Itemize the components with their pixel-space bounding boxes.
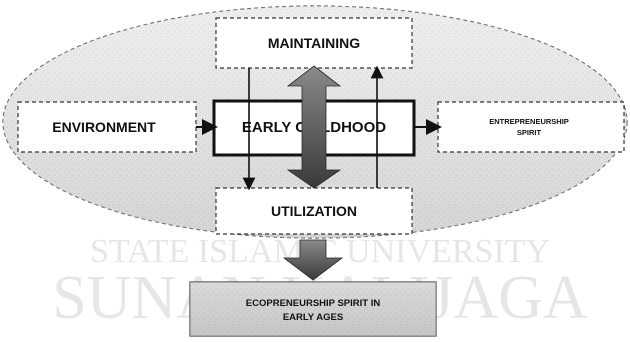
maintaining-label: MAINTAINING bbox=[268, 35, 360, 51]
thick-arrow-maintaining-utilization bbox=[286, 65, 342, 189]
utilization-box bbox=[215, 187, 413, 235]
entrepreneurship-box bbox=[437, 101, 625, 153]
environment-box bbox=[17, 101, 197, 153]
ecopreneurship-label-line1: ECOPRENEURSHIP SPIRIT IN bbox=[246, 298, 381, 309]
entrepreneurship-label-line2: SPIRIT bbox=[517, 128, 542, 137]
maintaining-box bbox=[215, 17, 413, 69]
ecopreneurship-label-line2: EARLY AGES bbox=[283, 312, 343, 323]
environment-label: ENVIRONMENT bbox=[52, 119, 156, 135]
ecopreneurship-texture bbox=[190, 282, 436, 336]
entrepreneurship-label-line1: ENTREPRENEURSHIP bbox=[489, 117, 569, 126]
thick-arrow-to-ecopreneurship bbox=[282, 239, 344, 281]
utilization-label: UTILIZATION bbox=[271, 203, 357, 219]
